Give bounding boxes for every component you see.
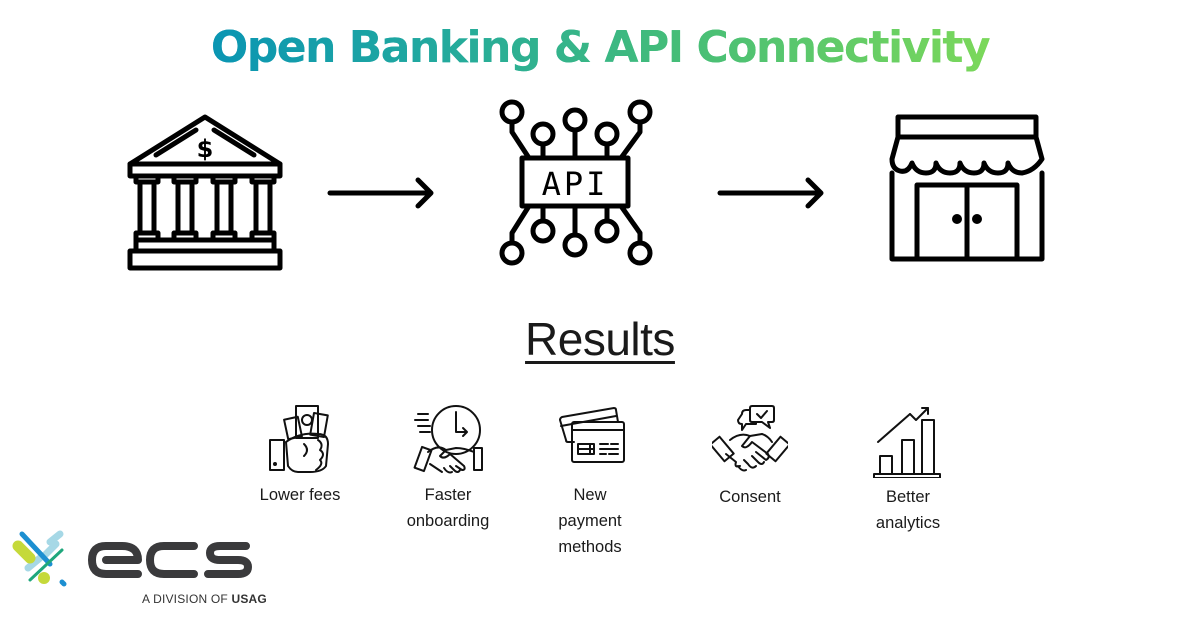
result-item-better-analytics: Better analytics	[838, 404, 978, 536]
result-item-consent: Consent	[680, 404, 820, 510]
result-item-faster-onboarding: Faster onboarding	[378, 404, 518, 534]
title-text: Open Banking & API Connectivity	[210, 22, 991, 73]
credit-cards-icon	[559, 407, 625, 463]
result-label: Faster onboarding	[378, 482, 518, 534]
division-name: USAG	[231, 592, 267, 606]
svg-text:$: $	[197, 135, 214, 163]
logo-division-text: A DIVISION OF USAG	[142, 592, 267, 606]
arrow-right-icon	[327, 177, 434, 209]
bank-icon: $	[127, 114, 283, 271]
results-heading: Results	[0, 312, 1200, 366]
result-label-line: payment	[558, 512, 622, 530]
storefront-icon	[889, 114, 1045, 262]
ecs-wordmark	[88, 542, 252, 578]
result-item-lower-fees: Lower fees	[230, 404, 370, 508]
division-prefix: A DIVISION OF	[142, 592, 232, 606]
result-label: Consent	[680, 484, 820, 510]
result-label: Lower fees	[230, 482, 370, 508]
money-in-hand-icon	[269, 405, 329, 473]
result-label-line: Better	[885, 488, 931, 506]
result-label: New payment methods	[520, 482, 660, 560]
result-label-line: Faster	[424, 486, 472, 504]
ecs-logo	[12, 530, 252, 587]
growth-bar-chart-icon	[873, 407, 941, 478]
result-item-new-payment-methods: New payment methods	[520, 404, 660, 560]
result-label-line: analytics	[875, 514, 941, 532]
logo-mark-icon	[12, 530, 67, 587]
result-label-line: onboarding	[406, 512, 490, 530]
result-label-line: methods	[558, 538, 622, 556]
api-icon: API	[499, 99, 653, 266]
clock-handshake-icon	[413, 405, 483, 474]
result-label-line: New	[573, 486, 607, 504]
svg-text:API: API	[542, 165, 609, 203]
result-label-line: Consent	[719, 488, 781, 506]
result-label: Better analytics	[838, 484, 978, 536]
results-heading-text: Results	[525, 313, 675, 365]
handshake-chat-check-icon	[712, 405, 788, 472]
page-title: Open Banking & API Connectivity	[0, 22, 1200, 73]
result-label-line: Lower fees	[259, 486, 341, 504]
arrow-right-icon	[717, 177, 824, 209]
